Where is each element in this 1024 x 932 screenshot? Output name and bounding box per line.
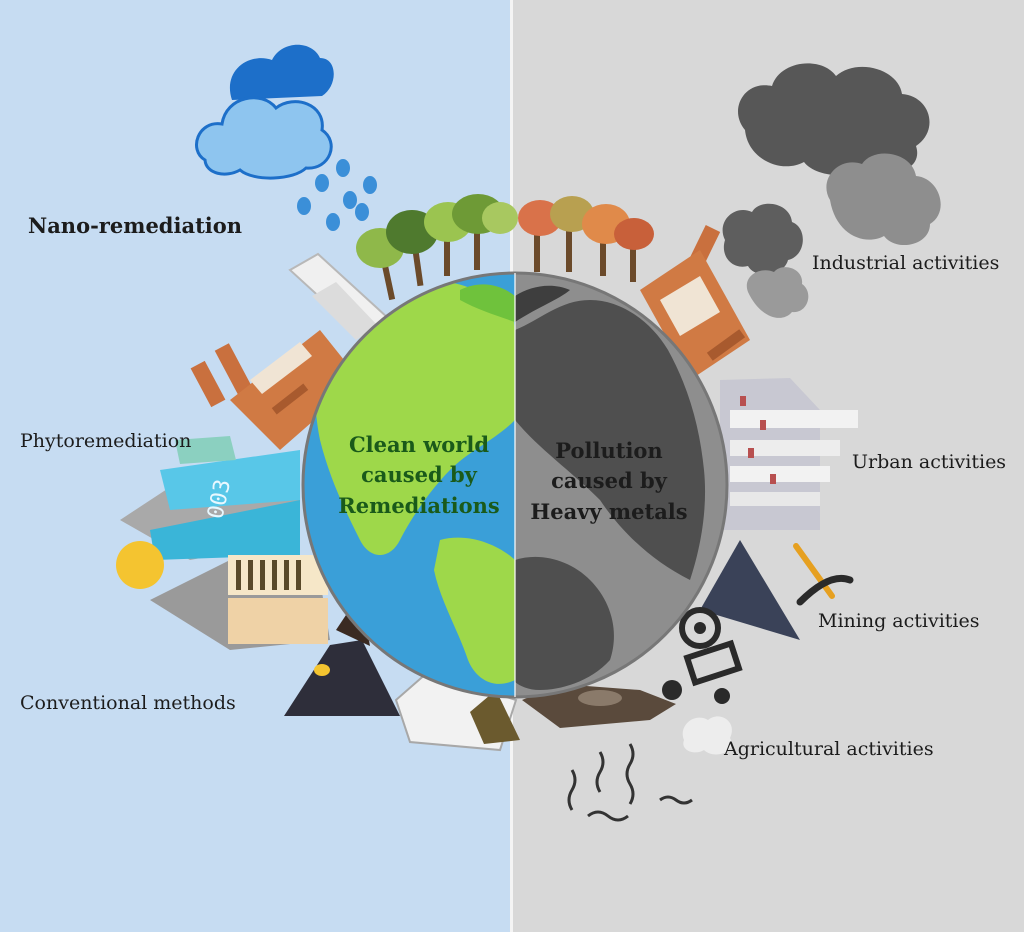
pollution-line-3: Heavy metals	[530, 498, 688, 524]
mining-pit-icon	[700, 540, 800, 640]
label-conventional-methods: Conventional methods	[20, 692, 236, 714]
clean-world-line-3: Remediations	[338, 492, 500, 518]
conventional-plant-icon	[150, 555, 330, 650]
green-trees-icon	[356, 194, 518, 301]
dark-smoke-cloud-icon	[738, 63, 941, 246]
pollution-line-2: caused by	[551, 468, 667, 494]
rock-pile-icon	[284, 612, 400, 716]
raindrops-icon	[297, 159, 377, 231]
phytoremediation-greenhouse-icon: 003	[120, 436, 300, 560]
clean-factory-icon	[190, 330, 360, 450]
wastewater-icon	[567, 743, 693, 822]
label-agricultural-activities: Agricultural activities	[724, 738, 934, 760]
label-nano-remediation: Nano-remediation	[28, 213, 243, 238]
blue-cloud-icon	[195, 44, 334, 180]
clean-world-line-2: caused by	[361, 462, 477, 488]
urban-buildings-icon	[720, 378, 858, 530]
agricultural-smoke-icon	[682, 716, 732, 755]
pollution-text: Pollution caused by Heavy metals	[520, 436, 698, 527]
label-mining-activities: Mining activities	[818, 610, 980, 632]
pickaxe-icon	[793, 543, 854, 606]
sun-icon	[116, 541, 164, 589]
factory-smoke-icon	[722, 203, 809, 318]
pollution-line-1: Pollution	[555, 438, 663, 463]
label-industrial-activities: Industrial activities	[812, 252, 1000, 274]
polluting-factory-icon	[640, 225, 750, 380]
tractor-icon	[662, 607, 743, 704]
autumn-trees-icon	[518, 196, 654, 282]
clean-world-line-1: Clean world	[348, 432, 490, 457]
label-phytoremediation: Phytoremediation	[20, 430, 192, 452]
polluted-ground-icon	[522, 684, 676, 728]
clean-world-text: Clean world caused by Remediations	[326, 430, 512, 521]
label-urban-activities: Urban activities	[852, 451, 1007, 473]
